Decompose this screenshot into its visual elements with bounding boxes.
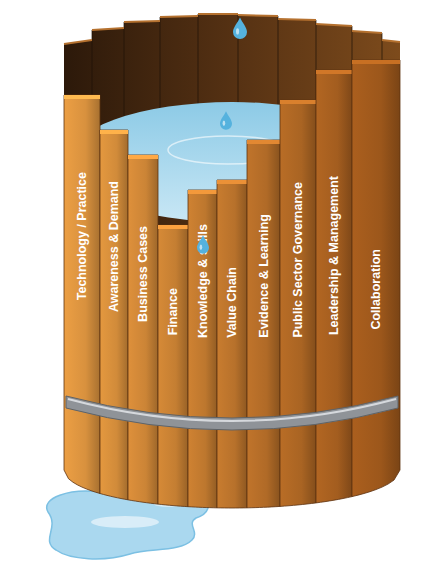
stave-shape	[217, 180, 247, 508]
stave-label: Finance	[166, 288, 180, 335]
stave-body	[316, 70, 352, 503]
stave-body	[247, 140, 280, 508]
stave-top	[316, 70, 352, 74]
barrel-stave: Business Cases	[128, 155, 158, 504]
barrel-stave: Public Sector Governance	[280, 100, 316, 506]
stave-label: Value Chain	[225, 267, 239, 338]
barrel-stave: Value Chain	[217, 180, 247, 508]
stave-label: Awareness & Demand	[107, 181, 121, 312]
stave-shape	[158, 225, 188, 507]
stave-body	[128, 155, 158, 504]
hoop-highlight	[68, 399, 396, 421]
stave-top	[128, 155, 158, 159]
inner-stave-tops	[64, 14, 400, 44]
stave-label: Collaboration	[369, 249, 383, 330]
stave-label: Leadership & Management	[327, 176, 341, 335]
stave-top	[280, 100, 316, 104]
stave-label: Public Sector Governance	[291, 182, 305, 338]
barrel-stave: Leadership & Management	[316, 70, 352, 503]
stave-shape	[128, 155, 158, 504]
stave-top	[352, 60, 400, 64]
barrel-stave: Collaboration	[352, 60, 400, 497]
barrel-stave: Knowledge & skills	[188, 190, 217, 508]
barrel-stave: Finance	[158, 225, 188, 507]
water-drop	[220, 111, 232, 130]
stave-top	[247, 140, 280, 144]
barrel-stave: Awareness & Demand	[100, 130, 128, 500]
stave-top	[100, 130, 128, 134]
stave-body	[100, 130, 128, 500]
stave-top	[64, 95, 100, 99]
stave-body	[280, 100, 316, 506]
stave-label: Knowledge & skills	[196, 224, 210, 338]
stave-label: Technology / Practice	[75, 172, 89, 300]
stave-label: Evidence & Learning	[257, 214, 271, 338]
stave-top	[188, 190, 217, 194]
stave-body	[158, 225, 188, 507]
stave-body	[352, 60, 400, 497]
stave-label: Business Cases	[136, 226, 150, 322]
water-drop	[197, 235, 209, 254]
stave-top	[217, 180, 247, 184]
metal-hoop	[66, 396, 398, 430]
stave-body	[217, 180, 247, 508]
stave-top	[158, 225, 188, 229]
barrel-stave: Technology / Practice	[64, 95, 100, 494]
barrel-stave: Evidence & Learning	[247, 140, 280, 508]
stave-body	[64, 95, 100, 494]
stave-body	[188, 190, 217, 508]
water-drop	[233, 17, 247, 39]
puddle-highlight	[91, 516, 159, 528]
